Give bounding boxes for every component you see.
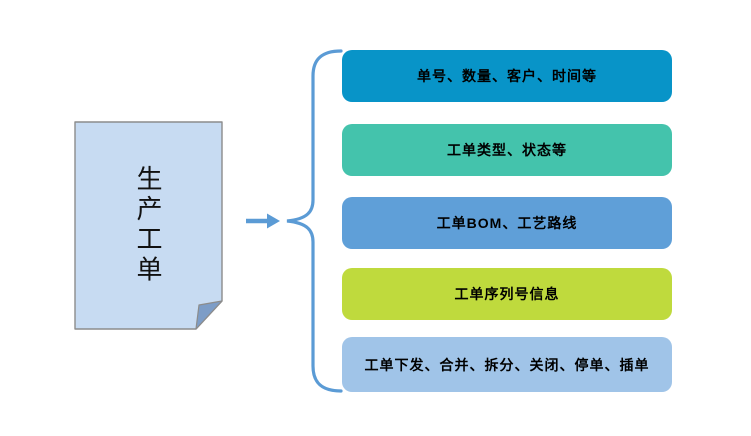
document-shape bbox=[74, 121, 223, 330]
right-arrow-head-icon bbox=[267, 213, 280, 229]
branch-box-order-actions: 工单下发、合并、拆分、关闭、停单、插单 bbox=[342, 337, 672, 392]
branch-box-serial-info: 工单序列号信息 bbox=[342, 268, 672, 320]
branch-box-type-status: 工单类型、状态等 bbox=[342, 124, 672, 176]
branch-label: 工单类型、状态等 bbox=[447, 142, 567, 158]
branch-label: 单号、数量、客户、时间等 bbox=[417, 68, 597, 84]
document-fold-icon bbox=[195, 300, 223, 330]
branch-label: 工单下发、合并、拆分、关闭、停单、插单 bbox=[364, 356, 650, 373]
branch-label: 工单BOM、工艺路线 bbox=[436, 215, 578, 231]
branch-label: 工单序列号信息 bbox=[454, 286, 560, 302]
left-curly-brace-icon bbox=[286, 49, 343, 393]
branch-box-bom-routing: 工单BOM、工艺路线 bbox=[342, 197, 672, 249]
branch-box-order-info: 单号、数量、客户、时间等 bbox=[342, 50, 672, 102]
